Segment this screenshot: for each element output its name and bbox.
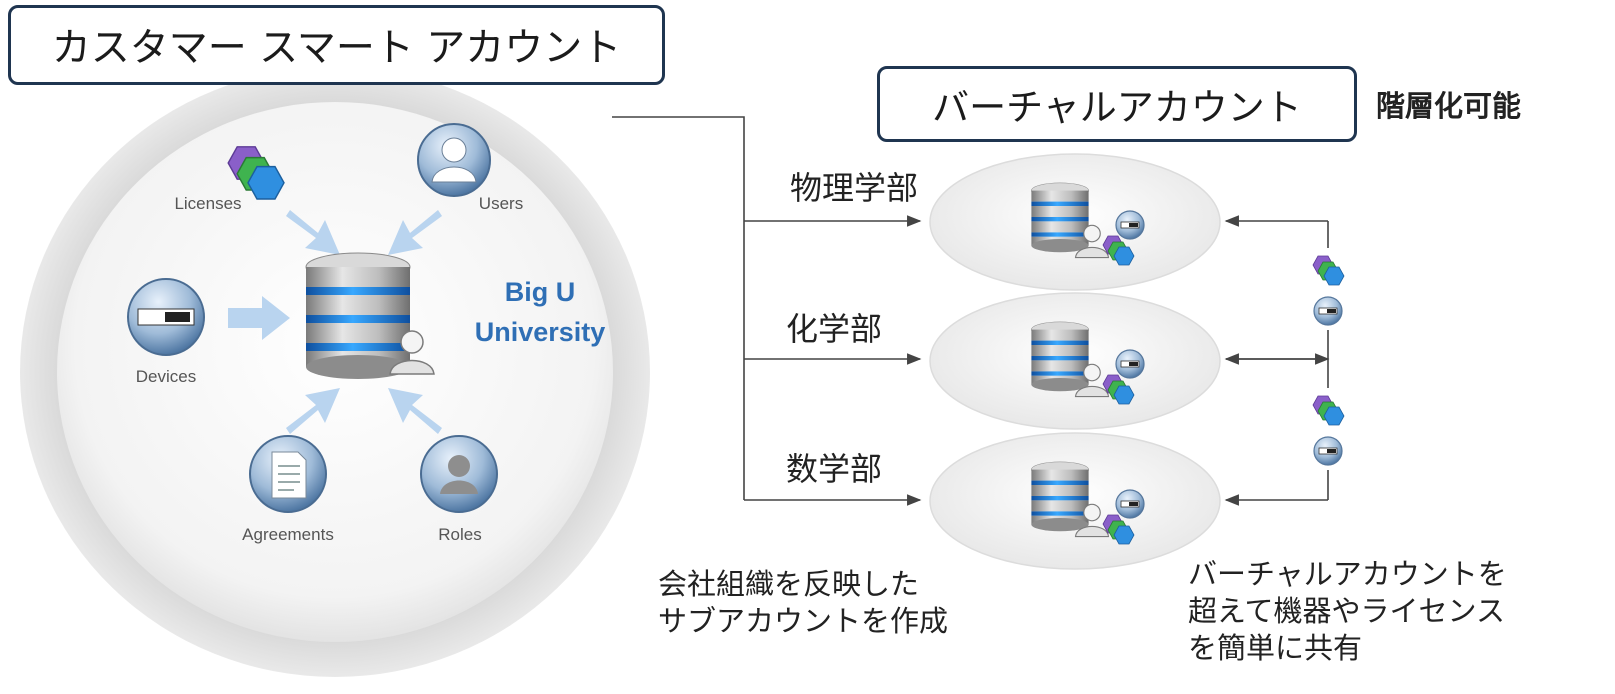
dept-database-icon [1031,461,1089,532]
sharing-note-line1: バーチャルアカウントを [1188,557,1507,591]
dept-database-icon [1031,182,1089,253]
users-label: Users [478,194,524,213]
account-name-line1: Big U [504,277,576,307]
sharing-note-line3: を簡単に共有 [1188,631,1363,665]
dept-device-icon [1115,349,1145,379]
hierarchy-note: 階層化可能 [1376,89,1522,123]
dept-label-physics: 物理学部 [790,163,925,209]
dept-database-icon [1031,321,1089,392]
roles-icon [420,435,498,513]
dept-device-icon [1115,210,1145,240]
devices-icon [127,278,205,356]
dept-label-math: 数学部 [786,444,889,490]
smart-account-title: カスタマー スマート アカウント [8,5,665,85]
account-connectors [612,116,922,506]
suborg-note-line2: サブアカウントを作成 [658,604,949,638]
suborg-note: 会社組織を反映した サブアカウントを作成 [658,566,948,640]
dept-device-icon [1115,489,1145,519]
inbound-arrows [228,210,442,434]
agreements-label: Agreements [242,525,334,544]
account-name-line2: University [474,317,606,347]
central-database-icon [305,252,411,380]
sharing-note: バーチャルアカウントを 超えて機器やライセンス を簡単に共有 [1188,556,1507,667]
roles-label: Roles [438,525,482,544]
agreements-icon [249,435,327,513]
virtual-account-title: バーチャルアカウント [877,66,1357,142]
dept-label-chemistry: 化学部 [786,304,889,350]
sharing-note-line2: 超えて機器やライセンス [1188,594,1505,628]
shared-device-icon [1313,296,1343,326]
devices-label: Devices [135,367,197,386]
suborg-note-line1: 会社組織を反映した [658,567,920,601]
licenses-label: Licenses [174,194,242,213]
shared-device-icon [1313,436,1343,466]
users-icon [417,123,491,197]
